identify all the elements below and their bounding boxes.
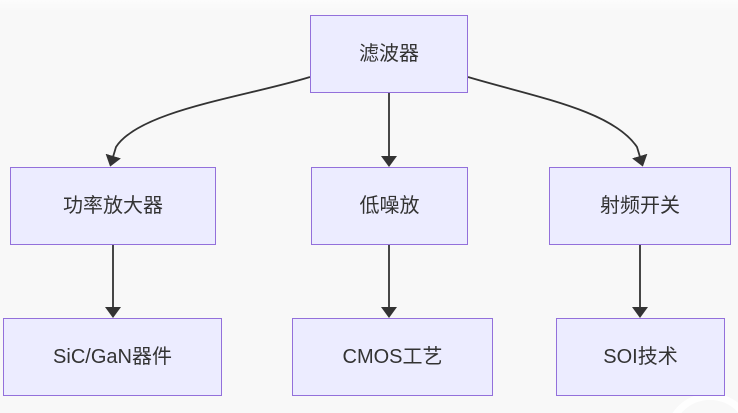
node-label: 低噪放 — [359, 195, 420, 217]
node-lna: 低噪放 — [311, 167, 468, 245]
node-label: SiC/GaN器件 — [53, 346, 172, 368]
edge-filter-to-rf-switch — [467, 76, 648, 167]
node-cmos: CMOS工艺 — [292, 318, 493, 396]
watermark-arc — [665, 393, 738, 413]
node-label: 滤波器 — [359, 43, 419, 65]
node-soi: SOI技术 — [556, 318, 725, 396]
node-label: 功率放大器 — [63, 195, 163, 217]
node-rf-switch: 射频开关 — [549, 167, 731, 245]
edge-filter-to-pa — [105, 76, 311, 167]
node-sic-gan: SiC/GaN器件 — [3, 318, 222, 396]
node-label: CMOS工艺 — [342, 346, 443, 368]
node-pa: 功率放大器 — [10, 167, 216, 245]
node-filter: 滤波器 — [310, 15, 468, 93]
node-label: SOI技术 — [603, 346, 678, 368]
node-label: 射频开关 — [600, 195, 680, 217]
